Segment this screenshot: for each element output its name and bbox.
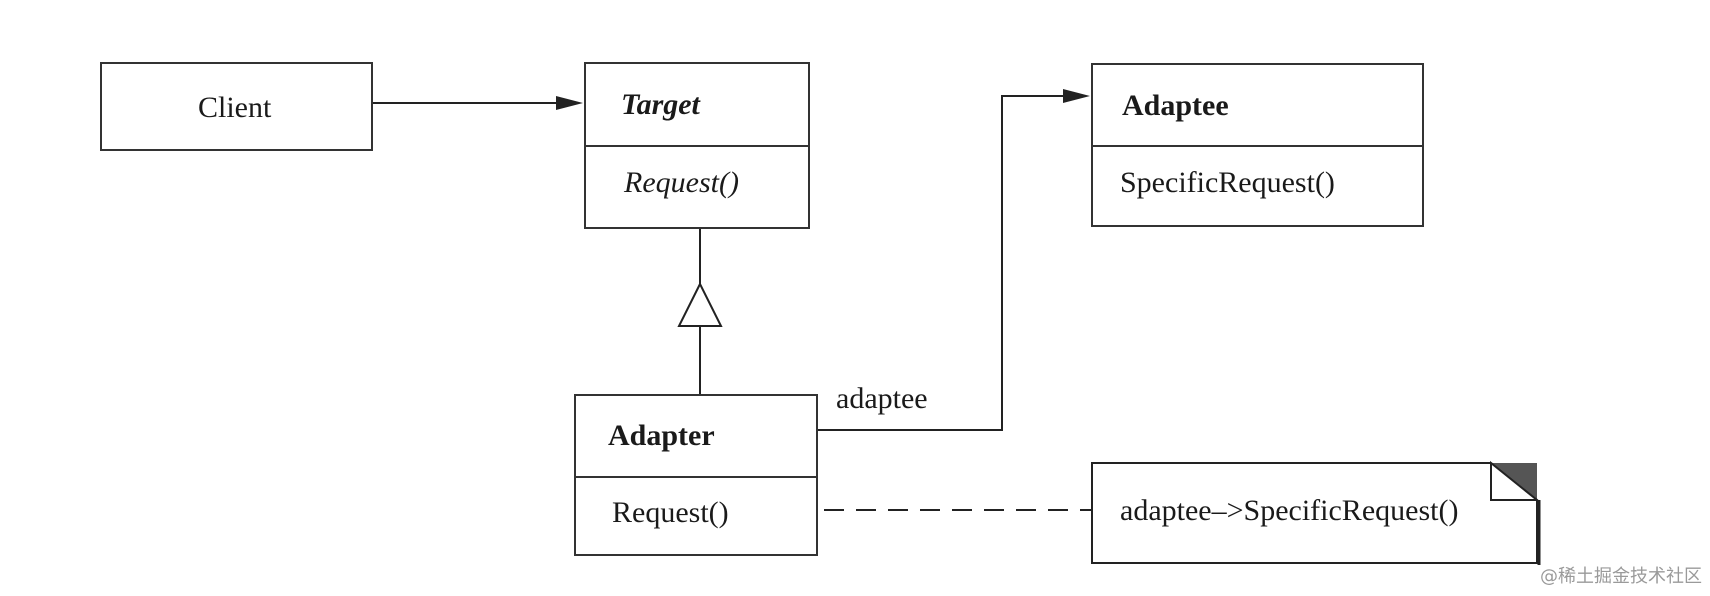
adaptee-class-box: Adaptee SpecificRequest() <box>1091 63 1424 227</box>
adapter-adaptee-arrowhead <box>1063 89 1090 103</box>
target-name-compartment: Target <box>586 64 808 145</box>
note-box <box>1091 462 1538 564</box>
target-class-name: Target <box>621 88 700 121</box>
adaptee-operation: SpecificRequest() <box>1120 166 1335 199</box>
adapter-adaptee-association-line <box>818 95 1065 431</box>
adapter-class-name: Adapter <box>608 419 715 452</box>
note-text: adaptee–>SpecificRequest() <box>1120 494 1459 527</box>
client-target-arrowhead <box>556 96 583 110</box>
adapter-operation: Request() <box>612 496 729 529</box>
client-class-name: Client <box>198 91 272 124</box>
target-class-box: Target Request() <box>584 62 810 229</box>
adapter-operations-compartment: Request() <box>576 476 816 554</box>
generalization-triangle <box>677 281 723 327</box>
adaptee-operations-compartment: SpecificRequest() <box>1093 145 1422 225</box>
adaptee-association-label: adaptee <box>836 382 928 415</box>
adaptee-name-compartment: Adaptee <box>1093 65 1422 145</box>
adapter-name-compartment: Adapter <box>576 396 816 476</box>
target-operations-compartment: Request() <box>586 145 808 227</box>
adaptee-class-name: Adaptee <box>1122 89 1229 122</box>
client-class-box: Client <box>100 62 373 151</box>
target-operation: Request() <box>624 166 739 199</box>
watermark: @稀土掘金技术社区 <box>1540 566 1702 587</box>
adapter-class-box: Adapter Request() <box>574 394 818 556</box>
note-fold-flap <box>1490 460 1540 501</box>
